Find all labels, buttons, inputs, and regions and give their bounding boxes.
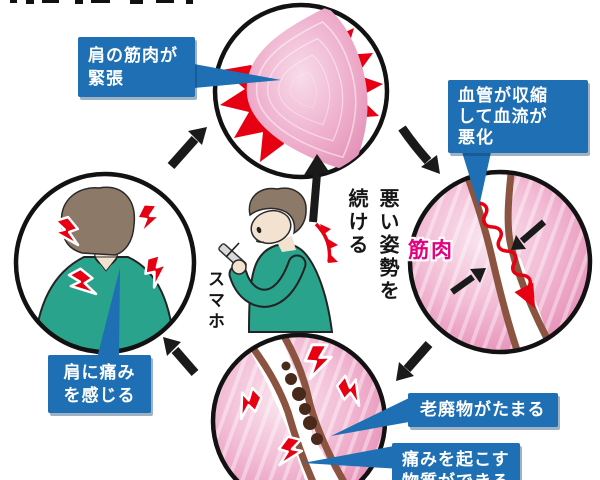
cycle-bottom-waste-illustration	[210, 332, 388, 480]
annotation-bad-posture-col2: 続ける	[345, 188, 367, 257]
callout-waste-accumulation: 老廃物がたまる	[408, 393, 558, 427]
callout-line: 血管が収縮	[458, 86, 548, 105]
person-hand	[231, 259, 247, 275]
callout-muscle-tension: 肩の筋肉が 緊張	[78, 37, 195, 97]
annotation-smartphone: スマホ	[205, 270, 224, 333]
callout-line: 肩の筋肉が	[88, 46, 178, 65]
cycle-right-vessel-illustration	[407, 169, 593, 355]
callout-line: 物質ができる	[402, 471, 510, 480]
callout-pain-substance: 痛みを起こす 物質ができる	[392, 443, 520, 480]
cycle-top-muscle-illustration	[212, 2, 390, 180]
pointer-vessel-constriction	[462, 152, 491, 207]
restricted-blood-flow-icon	[477, 201, 536, 309]
person-collar	[93, 256, 119, 272]
callout-line: 老廃物がたまる	[420, 400, 546, 419]
callout-pointers	[97, 64, 491, 469]
callout-line: して血流が	[458, 107, 548, 126]
arrow-right-to-bottom	[396, 341, 433, 381]
pointer-shoulder-pain	[97, 268, 120, 358]
cycle-arrows	[163, 125, 440, 381]
cropped-title-fragments	[10, 0, 193, 4]
cycle-left-person-illustration	[13, 171, 197, 355]
person-hair	[248, 187, 307, 235]
vessel-wall	[504, 172, 556, 352]
person-face	[250, 209, 292, 245]
callout-shoulder-pain: 肩に痛み を感じる	[48, 355, 151, 413]
annotation-bad-posture: 悪い姿勢を 続ける	[340, 188, 404, 318]
arrow-center-to-top	[304, 154, 330, 223]
callout-line: を感じる	[63, 386, 136, 405]
pointer-muscle-tension	[194, 64, 281, 88]
smartphone-pointer-line	[225, 242, 240, 258]
annotation-bad-posture-col1: 悪い姿勢を	[376, 188, 398, 303]
waste-particles	[281, 361, 323, 445]
vessel-wall	[237, 335, 323, 480]
vessel-wall	[463, 172, 522, 352]
person-mouth	[255, 240, 265, 243]
arrow-bottom-to-left	[163, 337, 199, 376]
neck-strain-icon	[314, 222, 338, 263]
callout-line: 肩に痛み	[63, 363, 136, 382]
callout-line: 緊張	[88, 69, 124, 88]
center-smartphone-person-illustration	[218, 187, 338, 333]
person-arm	[230, 256, 305, 306]
callout-vessel-constriction: 血管が収縮 して血流が 悪化	[448, 80, 588, 153]
person-eye	[256, 226, 262, 234]
compression-arrow-icon	[450, 219, 547, 295]
annotation-muscle: 筋肉	[408, 239, 454, 262]
callout-line: 悪化	[458, 128, 494, 147]
arrow-left-to-top	[167, 127, 207, 169]
person-hair	[60, 186, 136, 256]
arrow-top-to-right	[398, 125, 440, 174]
pointer-pain-substance	[303, 446, 401, 469]
pointer-waste	[331, 398, 409, 436]
callout-line: 痛みを起こす	[402, 450, 510, 469]
